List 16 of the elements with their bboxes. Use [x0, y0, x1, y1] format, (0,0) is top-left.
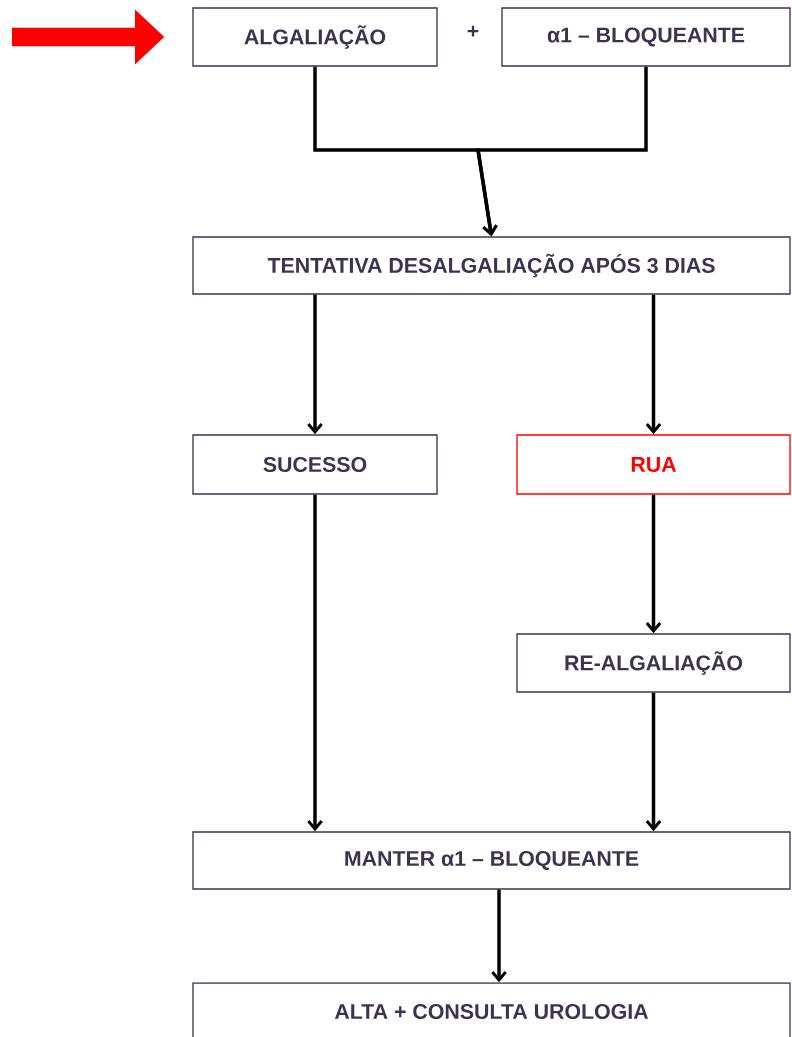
arrow: [491, 889, 507, 983]
arrow: [476, 66, 648, 237]
arrow: [645, 494, 662, 634]
process-box: SUCESSO: [192, 434, 438, 495]
process-box: ALGALIAÇÃO: [192, 7, 438, 67]
process-box: RE-ALGALIAÇÃO: [516, 633, 791, 693]
process-box: ALTA + CONSULTA UROLOGIA: [192, 982, 791, 1037]
process-box: α1 – BLOQUEANTE: [501, 7, 791, 67]
process-box: TENTATIVA DESALGALIAÇÃO APÓS 3 DIAS: [192, 236, 791, 295]
arrow: [645, 692, 662, 832]
arrow: [307, 494, 323, 832]
process-box: RUA: [516, 434, 791, 495]
arrow: [307, 294, 323, 435]
arrow: [645, 294, 662, 435]
plus-sign: +: [467, 25, 479, 37]
process-box: MANTER α1 – BLOQUEANTE: [192, 831, 791, 890]
